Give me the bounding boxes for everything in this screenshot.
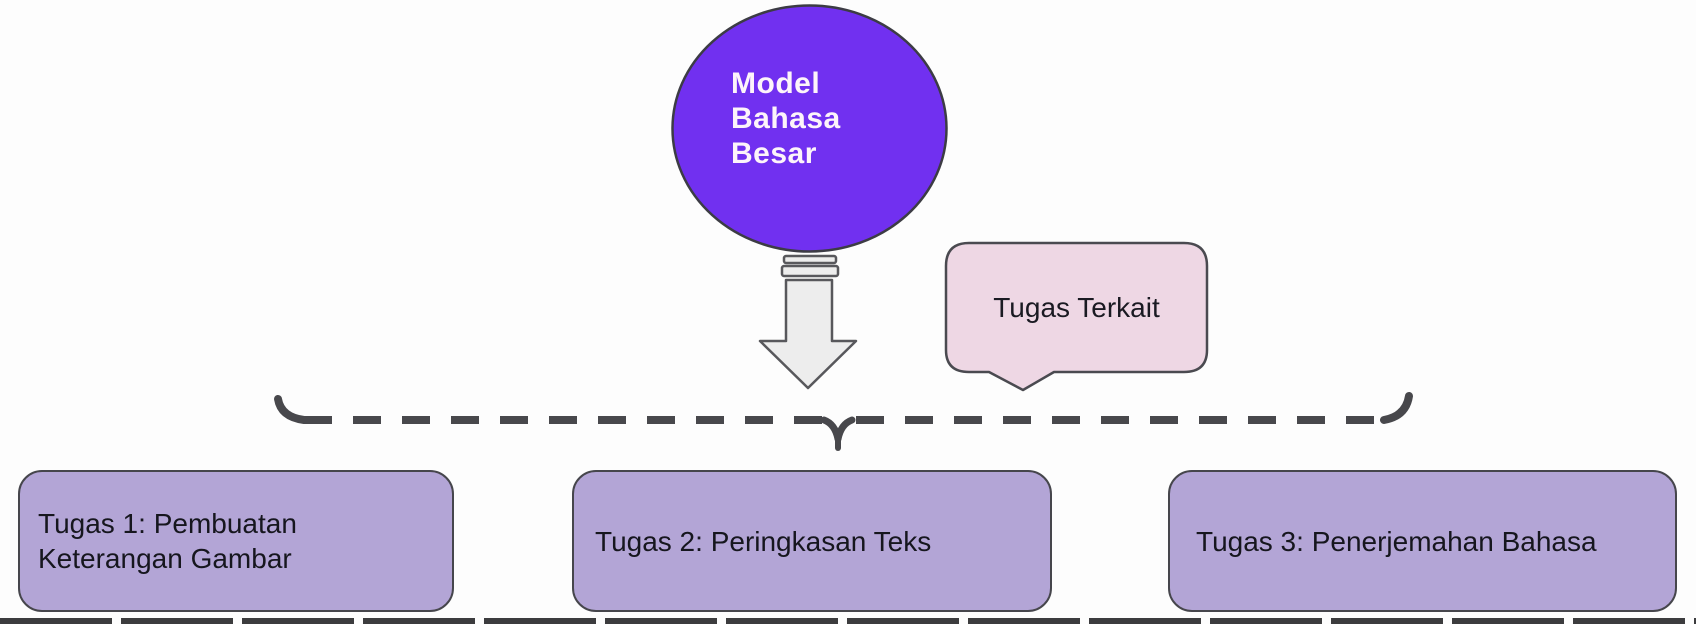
llm-circle-shape [671,4,948,253]
task-box-3: Tugas 3: Penerjemahan Bahasa [1168,470,1677,612]
speech-bubble-label: Tugas Terkait [993,291,1160,323]
speech-bubble-shape [944,241,1209,392]
task-box-2-label: Tugas 2: Peringkasan Teks [595,525,932,557]
down-arrow-icon [758,254,858,390]
llm-circle-label: Model Bahasa Besar [731,67,841,170]
task-box-1-label: Tugas 1: Pembuatan Keterangan Gambar [38,508,297,574]
brace-center-pointer [820,416,856,451]
task-box-2: Tugas 2: Peringkasan Teks [572,470,1052,612]
dashed-brace [274,392,1413,451]
brace-right-cap [1380,392,1413,424]
brace-left-cap [274,395,308,424]
arrow-segment-mid [780,264,840,278]
bottom-edge-line [0,618,1696,624]
arrow-body [758,278,858,390]
arrow-segment-top [782,254,838,265]
task-box-1: Tugas 1: Pembuatan Keterangan Gambar [18,470,454,612]
task-box-3-label: Tugas 3: Penerjemahan Bahasa [1196,525,1597,557]
